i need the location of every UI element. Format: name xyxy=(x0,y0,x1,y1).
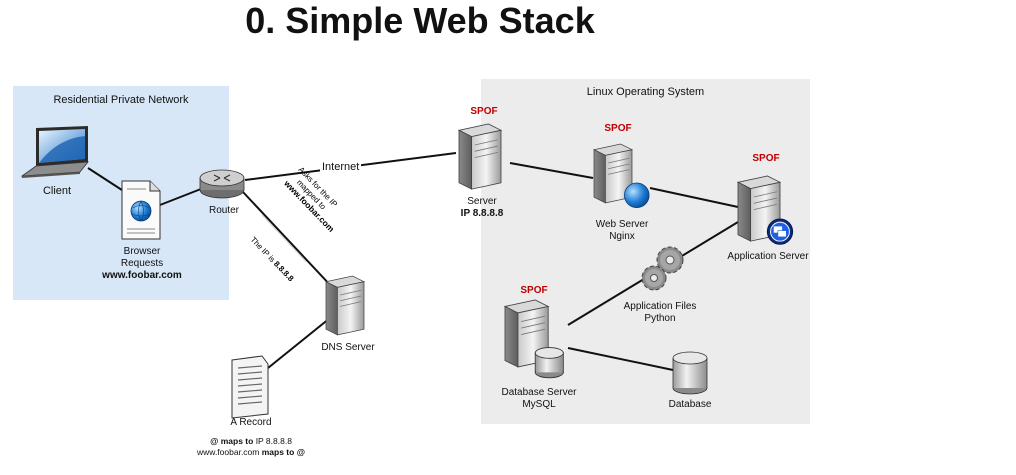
database-server-label-line-2: MySQL xyxy=(522,399,556,410)
web-server-label-line-2: Nginx xyxy=(609,231,635,242)
browser-label: Browser Requests www.foobar.com xyxy=(96,246,188,282)
database-server-label: Database Server MySQL xyxy=(492,387,586,411)
edge-router-dns xyxy=(242,191,333,288)
spof-web-server: SPOF xyxy=(604,123,632,134)
browser-label-line-2: Requests xyxy=(120,258,164,269)
dns-server-icon xyxy=(325,275,365,336)
web-server-icon xyxy=(593,143,650,209)
database-label: Database xyxy=(668,399,712,410)
browser-page-icon xyxy=(121,180,161,240)
application-files-label: Application Files Python xyxy=(612,301,708,325)
a-record-details: @ maps to IP 8.8.8.8 www.foobar.com maps… xyxy=(176,436,326,458)
dns-answer-text: The IP is 8.8.8.8 xyxy=(249,235,296,283)
database-server-label-line-1: Database Server xyxy=(501,387,577,398)
a-record-line-2: www.foobar.com maps to @ xyxy=(197,447,305,457)
dns-answer-annotation: The IP is 8.8.8.8 xyxy=(249,235,296,283)
database-icon xyxy=(672,351,708,395)
internet-label: Internet xyxy=(320,161,362,173)
gears-icon xyxy=(641,246,684,291)
web-globe-icon xyxy=(624,182,650,209)
dns-answer-ip: 8.8.8.8 xyxy=(272,259,296,283)
server-icon xyxy=(458,123,502,190)
server-label: Server IP 8.8.8.8 xyxy=(450,196,514,220)
spof-server: SPOF xyxy=(470,106,498,117)
document-icon xyxy=(231,355,269,419)
browser-label-line-3: www.foobar.com xyxy=(102,270,182,281)
edge-server-webserver xyxy=(509,162,594,179)
linux-os-label: Linux Operating System xyxy=(586,86,705,98)
application-server-icon xyxy=(737,175,794,245)
edge-browser-router xyxy=(159,186,207,206)
server-label-line-2: IP 8.8.8.8 xyxy=(460,208,504,219)
router-label: Router xyxy=(208,205,239,216)
edge-dbserver-database xyxy=(567,347,674,371)
application-files-line-1: Application Files xyxy=(623,301,697,312)
router-icon xyxy=(199,169,245,199)
client-label: Client xyxy=(42,185,72,197)
web-server-label-line-1: Web Server xyxy=(595,219,649,230)
globe-icon xyxy=(130,200,152,222)
page-title: 0. Simple Web Stack xyxy=(245,0,595,41)
residential-network-label: Residential Private Network xyxy=(53,94,189,106)
a-record-label: A Record xyxy=(230,417,272,428)
application-files-line-2: Python xyxy=(644,313,676,324)
dns-answer-prefix: The IP is xyxy=(249,235,279,265)
dns-server-label: DNS Server xyxy=(321,342,375,353)
application-server-label: Application Server xyxy=(727,251,809,262)
dns-query-divider xyxy=(261,214,307,263)
edge-client-browser xyxy=(87,167,126,193)
spof-database-server: SPOF xyxy=(520,285,548,296)
edge-webserver-appserver xyxy=(649,187,739,208)
a-record-line-1: @ maps to IP 8.8.8.8 xyxy=(210,436,292,446)
server-label-line-1: Server xyxy=(467,196,497,207)
web-server-label: Web Server Nginx xyxy=(586,219,658,243)
database-server-icon xyxy=(504,299,564,379)
browser-label-line-1: Browser xyxy=(123,246,161,257)
edge-dns-arecord xyxy=(267,317,331,369)
laptop-icon xyxy=(20,126,89,178)
spof-application-server: SPOF xyxy=(752,153,780,164)
